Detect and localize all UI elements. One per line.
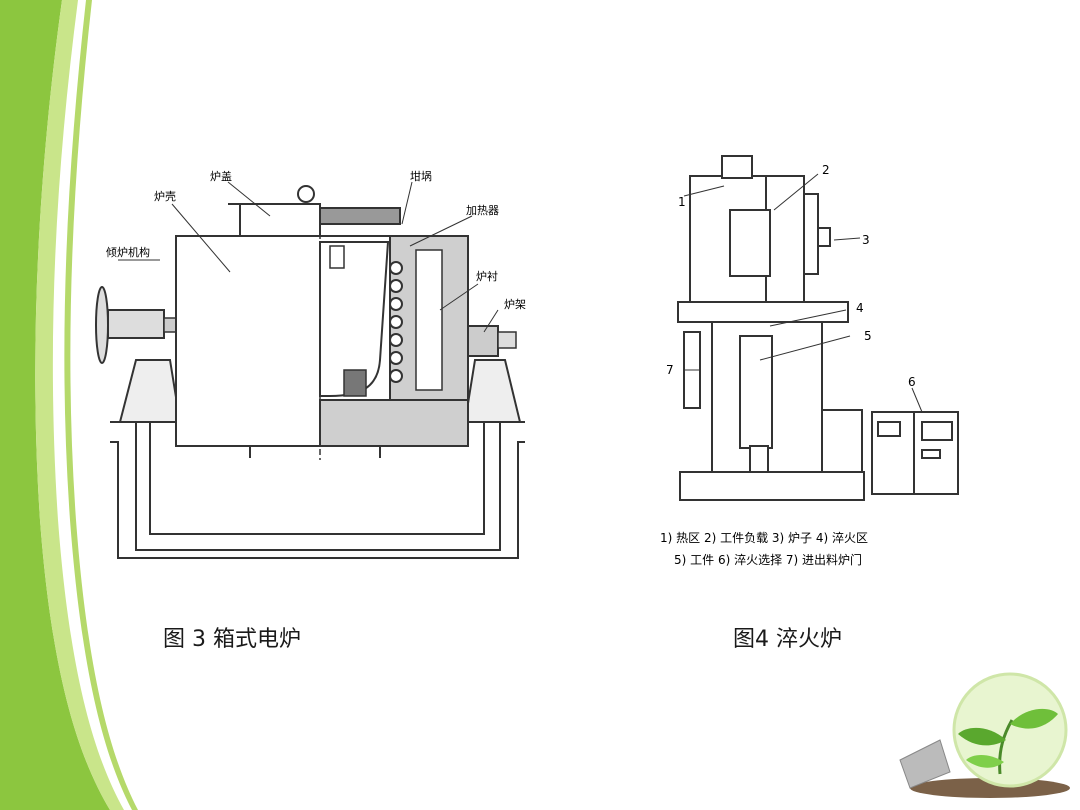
label-heater: 加热器 bbox=[466, 204, 499, 217]
callout-2: 2 bbox=[822, 163, 830, 177]
green-swoosh-thin bbox=[64, 0, 138, 810]
callout-4: 4 bbox=[856, 301, 864, 315]
mid-plate bbox=[677, 301, 849, 323]
furnace-lid bbox=[239, 203, 321, 237]
fig4-caption: 图4 淬火炉 bbox=[733, 627, 842, 652]
green-swoosh-main bbox=[0, 0, 110, 810]
callout-5: 5 bbox=[864, 329, 872, 343]
right-trunnion bbox=[467, 325, 499, 357]
label-tilt: 倾炉机构 bbox=[106, 245, 150, 259]
fig4-diagram: 1 2 3 4 5 6 7 1) 热区 2) 工件负载 3) 炉子 4) 淬火区… bbox=[660, 155, 959, 567]
heater-element bbox=[415, 249, 443, 391]
label-lid: 炉盖 bbox=[210, 169, 232, 183]
fig3-diagram: 炉盖 炉壳 坩埚 加热器 倾炉机构 炉衬 炉架 bbox=[95, 169, 526, 559]
left-trunnion bbox=[163, 317, 177, 333]
tilt-gearbox bbox=[107, 309, 165, 339]
callout-3: 3 bbox=[862, 233, 870, 247]
callout-7: 7 bbox=[666, 363, 674, 377]
tilt-handwheel bbox=[95, 286, 109, 364]
fig3-caption: 图 3 箱式电炉 bbox=[163, 627, 301, 652]
leaf-icon bbox=[1010, 708, 1058, 729]
callout-1: 1 bbox=[678, 195, 686, 209]
heater-coils bbox=[389, 261, 403, 383]
right-trunnion-shaft bbox=[497, 331, 517, 349]
lid-ring bbox=[297, 185, 315, 203]
label-frame: 炉架 bbox=[504, 298, 526, 311]
label-shell: 炉壳 bbox=[154, 189, 176, 203]
leaf-icon-3 bbox=[966, 755, 1004, 768]
lid-section bbox=[319, 207, 401, 225]
top-cap bbox=[721, 155, 753, 179]
label-lining: 炉衬 bbox=[476, 270, 498, 283]
workpiece bbox=[739, 335, 773, 449]
fig4-legend-line2: 5) 工件 6) 淬火选择 7) 进出料炉门 bbox=[674, 552, 862, 567]
leaf-icon-2 bbox=[958, 727, 1006, 746]
label-crucible: 坩埚 bbox=[410, 169, 432, 183]
callout-6: 6 bbox=[908, 375, 916, 389]
sprout-stem-icon bbox=[998, 719, 1014, 775]
green-swoosh-light bbox=[35, 0, 125, 810]
base bbox=[679, 471, 865, 501]
bulb-base-icon bbox=[899, 739, 951, 789]
lightbulb-plant-decoration bbox=[899, 672, 1070, 798]
fig4-legend-line1: 1) 热区 2) 工件负载 3) 炉子 4) 淬火区 bbox=[660, 530, 868, 545]
right-support bbox=[463, 359, 522, 423]
work-load bbox=[729, 209, 771, 277]
crucible-stand bbox=[343, 369, 367, 397]
left-support bbox=[118, 359, 182, 423]
furnace-body bbox=[803, 193, 819, 275]
